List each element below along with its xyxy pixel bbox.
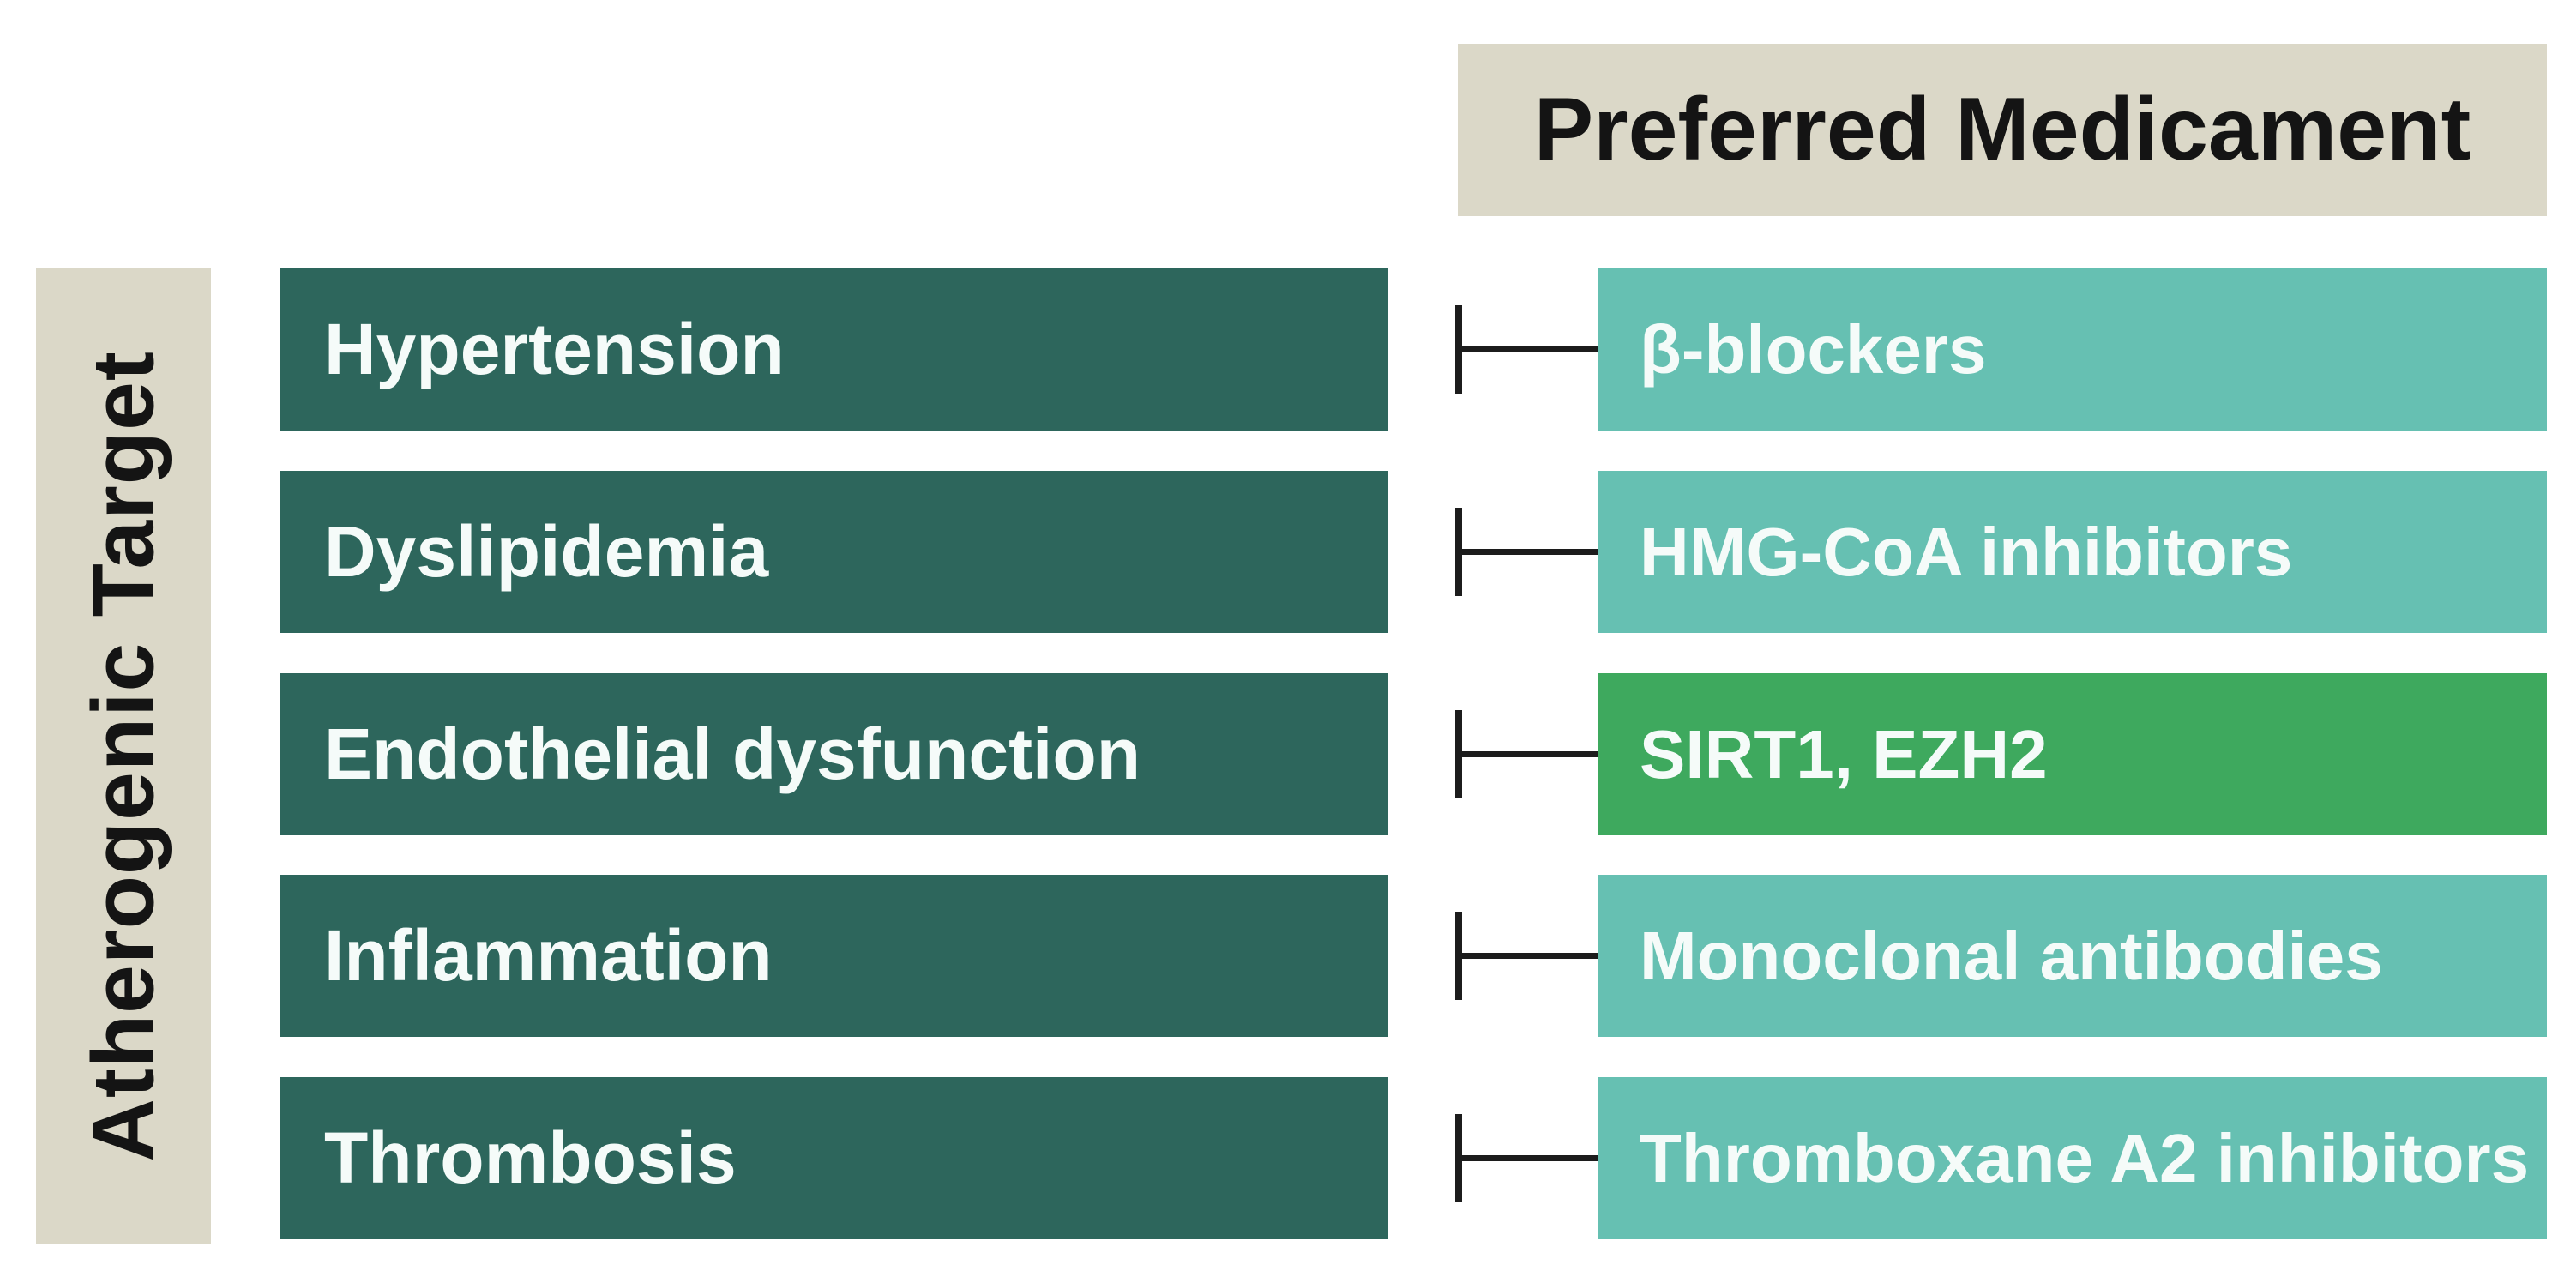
medicament-box: Monoclonal antibodies: [1598, 875, 2547, 1037]
medicament-box: HMG-CoA inhibitors: [1598, 471, 2547, 633]
target-box: Thrombosis: [280, 1077, 1388, 1239]
connector-line: [1459, 346, 1601, 352]
medicament-box: SIRT1, EZH2: [1598, 673, 2547, 835]
therapy-row: Endothelial dysfunction SIRT1, EZH2: [0, 673, 2576, 835]
medicament-label: β-blockers: [1640, 310, 1987, 388]
medicament-box: β-blockers: [1598, 268, 2547, 431]
preferred-medicament-header: Preferred Medicament: [1458, 44, 2547, 216]
target-box: Inflammation: [280, 875, 1388, 1037]
target-label: Hypertension: [324, 309, 785, 389]
target-label: Inflammation: [324, 915, 773, 996]
therapy-row: Hypertension β-blockers: [0, 268, 2576, 431]
medicament-label: Monoclonal antibodies: [1640, 917, 2383, 994]
medicament-box: Thromboxane A2 inhibitors: [1598, 1077, 2547, 1239]
target-box: Dyslipidemia: [280, 471, 1388, 633]
medicament-label: SIRT1, EZH2: [1640, 715, 2048, 792]
medicament-label: Thromboxane A2 inhibitors: [1640, 1119, 2530, 1196]
medicament-label: HMG-CoA inhibitors: [1640, 513, 2293, 590]
target-label: Endothelial dysfunction: [324, 714, 1141, 794]
target-box: Endothelial dysfunction: [280, 673, 1388, 835]
connector-line: [1459, 1155, 1601, 1161]
therapy-row: Dyslipidemia HMG-CoA inhibitors: [0, 471, 2576, 633]
atherogenic-target-strip: Atherogenic Target: [36, 268, 211, 1244]
target-box: Hypertension: [280, 268, 1388, 431]
therapy-row: Inflammation Monoclonal antibodies: [0, 875, 2576, 1037]
target-label: Dyslipidemia: [324, 511, 769, 592]
therapy-row: Thrombosis Thromboxane A2 inhibitors: [0, 1077, 2576, 1239]
connector-line: [1459, 751, 1601, 757]
preferred-medicament-title: Preferred Medicament: [1533, 80, 2471, 179]
connector-line: [1459, 549, 1601, 555]
target-label: Thrombosis: [324, 1117, 737, 1198]
connector-line: [1459, 953, 1601, 959]
